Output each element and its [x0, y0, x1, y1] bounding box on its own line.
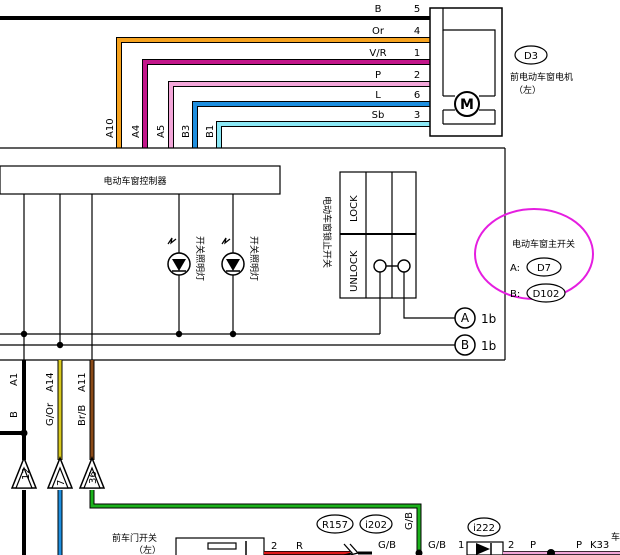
front-door-switch: 前车门开关 （左） 2 R [112, 532, 350, 555]
motor-label: D3 前电动车窗电机 （左） [510, 45, 573, 96]
wire-b: B [9, 411, 20, 418]
motor-pin-4: 4 [414, 26, 420, 37]
bottom-labels: A1 B A14 G/Or A11 Br/B [9, 372, 88, 426]
pin-a1: A1 [9, 373, 20, 386]
wire-p-2: P [576, 540, 582, 551]
wire-g-or: G/Or [45, 402, 56, 426]
door-switch-name: 前车门开关 [112, 532, 157, 544]
pin-a5: A5 [156, 125, 167, 138]
ground-ref-a: A 1b [454, 307, 496, 329]
motor-pin-2: 2 [414, 70, 420, 81]
main-switch-a-prefix: A: [510, 263, 520, 274]
diode-icon [476, 543, 490, 555]
pin-b3: B3 [181, 125, 192, 138]
inline-connector-7: 7 [46, 455, 74, 489]
main-switch-b-prefix: B: [510, 289, 520, 300]
main-switch-b-connector: D102 [533, 289, 560, 300]
connector-k33: K33 [590, 540, 609, 551]
wire-label-or: Or [372, 26, 385, 37]
connector-i202: i202 [365, 520, 387, 531]
motor-connector: M [429, 7, 503, 137]
bottom-wiring [0, 360, 422, 555]
motor-symbol: M [460, 97, 474, 113]
motor-side: （左） [514, 84, 541, 96]
door-switch-pin: 2 [271, 541, 277, 552]
bottom-junctions [20, 429, 28, 437]
door-switch-wire: R [296, 541, 303, 552]
motor-pin-6: 6 [414, 90, 420, 101]
main-switch-box [0, 147, 506, 361]
right-cut-label: 车 [611, 531, 620, 543]
diode-i222: i222 2 P P K33 车 [466, 517, 620, 555]
lamp-label-2: 开关照明灯 [248, 236, 260, 281]
motor-name: 前电动车窗电机 [510, 71, 573, 83]
lamp-label-1: 开关照明灯 [194, 236, 206, 281]
lock-switch: 电动车窗锁止开关 LOCK UNLOCK [321, 171, 417, 299]
pin-a10: A10 [105, 118, 116, 138]
controller-top-pins: A10 A4 A5 B3 B1 [105, 118, 216, 138]
wire-gb-vertical: G/B [404, 512, 415, 530]
pin-a14: A14 [45, 372, 56, 392]
inline-connector-36: 36 [78, 455, 106, 489]
main-switch-a-connector: D7 [537, 263, 551, 274]
motor-wire-labels: B Or V/R P L Sb 5 4 1 2 6 3 [369, 4, 420, 121]
inline-connector-12: 12 [10, 455, 38, 489]
unlock-label: UNLOCK [349, 250, 360, 292]
motor-connector-id: D3 [524, 51, 538, 62]
motor-pin-3: 3 [414, 110, 420, 121]
controller-box: 电动车窗控制器 [0, 165, 281, 195]
pin-a11: A11 [77, 372, 88, 392]
switch-lamp-2: 开关照明灯 [221, 236, 260, 281]
wire-gb-b: G/B [428, 540, 446, 551]
light-ray-icon [167, 237, 177, 245]
connector-pin-7: 7 [56, 480, 67, 486]
light-ray-icon [221, 237, 231, 245]
switch-contact-icon [397, 259, 411, 273]
ground-b-letter: B [461, 338, 469, 352]
lower-connectors: R157 i202 G/B G/B G/B 1 [316, 512, 464, 555]
main-switch-label: 电动车窗主开关 A: D7 B: D102 [474, 208, 594, 303]
wire-label-vr: V/R [369, 48, 386, 59]
lock-label: LOCK [349, 195, 360, 222]
main-switch-name: 电动车窗主开关 [512, 238, 575, 250]
lock-switch-label: 电动车窗锁止开关 [321, 196, 333, 268]
switch-lamp-1: 开关照明灯 [167, 236, 206, 281]
diode-pin-2: 2 [508, 540, 514, 551]
wire-label-p: P [375, 70, 381, 81]
diode-pin-1: 1 [458, 540, 464, 551]
motor-icon [454, 91, 480, 117]
wire-label-sb: Sb [372, 110, 385, 121]
connector-pin-12: 12 [21, 467, 32, 480]
ground-a-ref: 1b [481, 312, 496, 326]
motor-wires [0, 16, 430, 148]
pin-a4: A4 [131, 125, 142, 138]
ground-ref-b: B 1b [454, 334, 496, 356]
connector-pin-36: 36 [88, 471, 99, 484]
wire-gb-a: G/B [378, 540, 396, 551]
wire-br-b: Br/B [77, 405, 88, 426]
switch-contact-icon [373, 259, 387, 273]
wire-label-l: L [375, 90, 381, 101]
wire-p-1: P [530, 540, 536, 551]
door-switch-side: （左） [134, 544, 161, 555]
motor-pin-5: 5 [414, 4, 420, 15]
junction-dots [20, 330, 237, 349]
pin-b1: B1 [205, 125, 216, 138]
connector-i222: i222 [473, 523, 495, 534]
wire-label-b: B [375, 4, 382, 15]
connector-r157: R157 [322, 520, 348, 531]
ground-a-letter: A [461, 311, 470, 325]
motor-pin-1: 1 [414, 48, 420, 59]
ground-b-ref: 1b [481, 339, 496, 353]
controller-label: 电动车窗控制器 [103, 175, 166, 187]
